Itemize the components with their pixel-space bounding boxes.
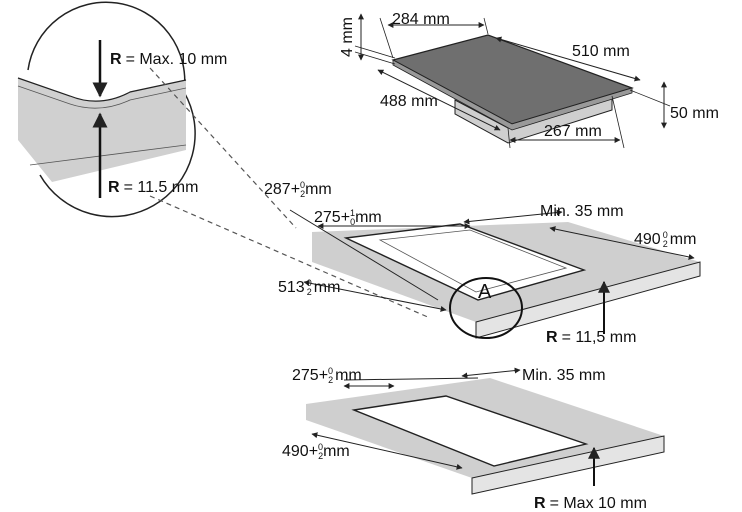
cutout-a-radius-label: R= 11,5 mm	[546, 329, 636, 346]
cutout-b-min-label: Min. 35 mm	[522, 367, 606, 384]
cutout-b-radius-label: R= Max 10 mm	[534, 495, 647, 512]
label-50: 50 mm	[670, 105, 719, 122]
cutout-a-min-label: Min. 35 mm	[540, 203, 624, 220]
label-284: 284 mm	[392, 11, 450, 28]
label-510: 510 mm	[572, 43, 630, 60]
label-4: 4 mm	[339, 17, 356, 57]
dim-510-line	[495, 36, 641, 82]
detail-a-label: A	[478, 281, 492, 303]
label-488: 488 mm	[380, 93, 438, 110]
hob-drawing	[354, 13, 671, 149]
label-267: 267 mm	[544, 123, 602, 140]
radius-top-label: R= Max. 10 mm	[110, 51, 227, 68]
cutout-b-drawing	[306, 367, 665, 495]
hob-glass-edge	[392, 59, 633, 131]
detail-a-circle	[449, 277, 523, 339]
cutout-a-drawing	[289, 209, 701, 339]
dim-488-line	[377, 69, 501, 131]
radius-bottom-label: R= 11.5 mm	[108, 179, 198, 196]
